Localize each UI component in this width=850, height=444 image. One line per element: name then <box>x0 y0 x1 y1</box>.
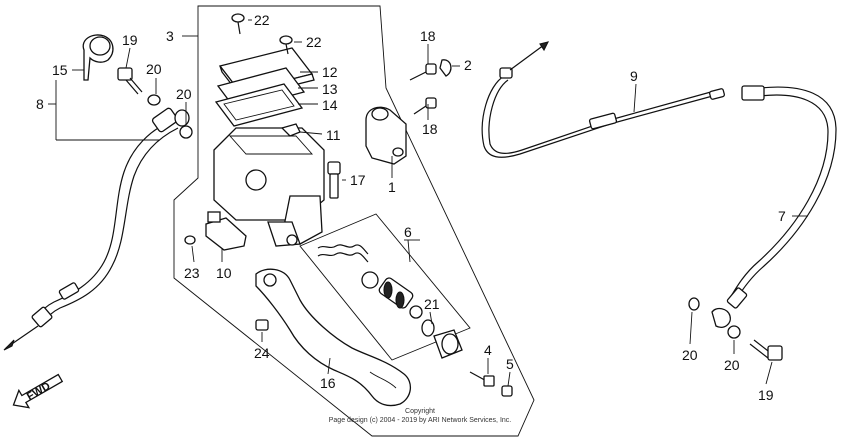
callout-9: 9 <box>630 68 638 84</box>
bolt-17 <box>327 161 341 199</box>
piston-set <box>299 213 471 361</box>
callout-6: 6 <box>404 224 412 240</box>
callout-19-a: 19 <box>122 32 138 48</box>
callout-15: 15 <box>52 62 68 78</box>
right-hose <box>711 85 837 328</box>
callout-17: 17 <box>350 172 366 188</box>
callout-4: 4 <box>484 342 492 358</box>
hose-clamp <box>82 34 114 81</box>
copyright-title: Copyright <box>405 408 435 415</box>
callout-21: 21 <box>424 296 440 312</box>
callout-3: 3 <box>166 28 174 44</box>
callout-1: 1 <box>388 179 396 195</box>
callout-20-a: 20 <box>146 61 162 77</box>
bolt-19-left <box>117 67 143 95</box>
callout-16: 16 <box>320 375 336 391</box>
callout-20-b: 20 <box>176 86 192 102</box>
switch <box>205 211 247 251</box>
callout-11: 11 <box>326 127 341 143</box>
pivot-nut <box>501 385 513 397</box>
screw-22-b <box>279 35 293 55</box>
screw-22-a <box>231 13 245 35</box>
callout-8: 8 <box>36 96 44 112</box>
bolt-18-lower <box>413 97 437 115</box>
callout-14: 14 <box>322 97 338 113</box>
leader-lines <box>48 19 808 387</box>
forward-label: FWD <box>25 380 53 403</box>
callout-10: 10 <box>216 265 232 281</box>
brake-lever <box>255 268 411 407</box>
assembly-boundary <box>173 5 535 437</box>
callout-20-c: 20 <box>682 347 698 363</box>
washer-20-b <box>179 125 193 139</box>
screw-23 <box>184 235 196 245</box>
bolt-19-right <box>749 339 783 361</box>
master-cylinder-body <box>213 127 325 247</box>
callout-24: 24 <box>254 345 270 361</box>
diaphragm <box>214 83 304 127</box>
holder <box>365 106 407 165</box>
bolt-18-upper <box>409 63 437 81</box>
cable <box>481 41 725 158</box>
copyright-text: Page design (c) 2004 - 2019 by ARI Netwo… <box>329 417 512 424</box>
callout-5: 5 <box>506 356 514 372</box>
nut-24 <box>255 319 269 331</box>
washer-20-a <box>147 94 161 106</box>
callout-23: 23 <box>184 265 200 281</box>
pivot-bolt <box>469 371 495 387</box>
callout-22-a: 22 <box>254 12 270 28</box>
left-hose-assembly <box>3 107 190 351</box>
callout-18-b: 18 <box>422 121 438 137</box>
cap-2 <box>439 59 452 77</box>
callout-13: 13 <box>322 81 338 97</box>
callout-18-a: 18 <box>420 28 436 44</box>
callout-12: 12 <box>322 64 338 80</box>
washer-20-c <box>688 297 700 311</box>
forward-arrow-icon: FWD <box>12 373 64 409</box>
washer-20-d <box>727 325 741 339</box>
callout-19-b: 19 <box>758 387 774 403</box>
callout-22-b: 22 <box>306 34 322 50</box>
callout-20-d: 20 <box>724 357 740 373</box>
callout-7: 7 <box>778 208 786 224</box>
callout-2: 2 <box>464 57 472 73</box>
callout-labels: 3 22 22 12 13 14 11 17 1 18 18 2 19 20 2… <box>36 12 786 403</box>
